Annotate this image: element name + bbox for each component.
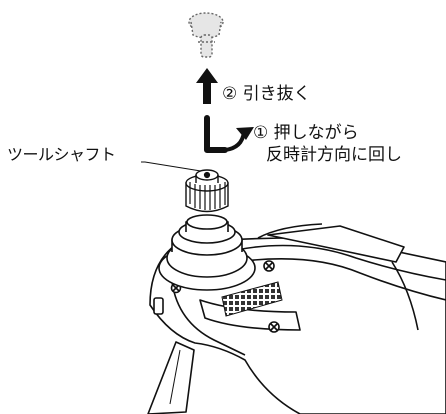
arrow-up-icon	[196, 68, 218, 104]
removed-screw-icon	[188, 12, 224, 58]
rotate-counterclockwise-icon	[204, 115, 254, 153]
step-1-press-label: ① 押しながら	[253, 123, 359, 143]
spindle-head	[158, 214, 256, 291]
vent-grille	[221, 281, 283, 317]
blade	[147, 341, 195, 414]
step-1-rotate-label: 反時計方向に回し	[266, 145, 402, 165]
step-2-pull-out-label: ② 引き抜く	[222, 84, 311, 104]
tool-shaft-leader-line	[141, 161, 208, 173]
tool-shaft-label: ツールシャフト	[7, 145, 116, 164]
tool-shaft	[185, 169, 229, 213]
